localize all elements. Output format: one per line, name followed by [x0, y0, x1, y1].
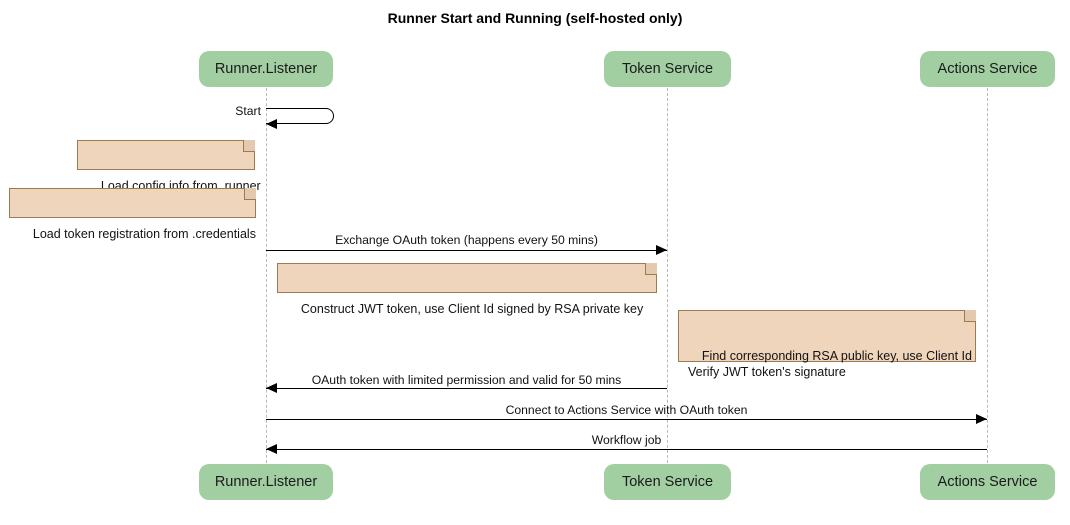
- note-text: Find corresponding RSA public key, use C…: [688, 349, 972, 379]
- message-label-exchange-oauth-token: Exchange OAuth token (happens every 50 m…: [335, 233, 598, 247]
- participant-label: Token Service: [621, 474, 714, 490]
- self-message-loop-start: [266, 108, 334, 124]
- participant-runner-listener-bottom[interactable]: Runner.Listener: [199, 464, 333, 500]
- participant-actions-service-top[interactable]: Actions Service: [920, 51, 1055, 87]
- participant-label: Actions Service: [937, 61, 1038, 77]
- participant-label: Runner.Listener: [214, 61, 318, 77]
- participant-runner-listener-top[interactable]: Runner.Listener: [199, 51, 333, 87]
- message-line-exchange-oauth-token: [266, 250, 667, 251]
- message-arrowhead-oauth-token-response: [266, 383, 277, 393]
- note-construct-jwt-token: Construct JWT token, use Client Id signe…: [277, 263, 657, 316]
- note-text: Load token registration from .credential…: [32, 227, 256, 241]
- message-line-connect-actions-service: [266, 419, 987, 420]
- note-load-config: Load config info from .runner: [77, 140, 261, 193]
- note-fold-corner-icon: [244, 188, 256, 200]
- lifeline-token-service: [667, 88, 668, 463]
- note-fold-corner-icon: [645, 263, 657, 275]
- participant-token-service-bottom[interactable]: Token Service: [604, 464, 731, 500]
- participant-token-service-top[interactable]: Token Service: [604, 51, 731, 87]
- participant-label: Token Service: [621, 61, 714, 77]
- self-message-label-start: Start: [235, 104, 261, 118]
- message-label-workflow-job: Workflow job: [591, 433, 662, 447]
- lifeline-runner-listener: [266, 88, 267, 463]
- participant-label: Actions Service: [937, 474, 1038, 490]
- message-arrowhead-connect-actions-service: [976, 414, 987, 424]
- message-line-oauth-token-response: [266, 388, 667, 389]
- note-load-token-registration: Load token registration from .credential…: [9, 188, 256, 241]
- message-label-oauth-token-response: OAuth token with limited permission and …: [311, 373, 622, 387]
- note-fold-corner-icon: [964, 310, 976, 322]
- note-fold-corner-icon: [243, 140, 255, 152]
- message-label-connect-actions-service: Connect to Actions Service with OAuth to…: [505, 403, 748, 417]
- message-arrowhead-workflow-job: [266, 444, 277, 454]
- note-text: Construct JWT token, use Client Id signe…: [300, 302, 644, 316]
- note-verify-jwt-signature: Find corresponding RSA public key, use C…: [678, 310, 976, 379]
- message-line-workflow-job: [266, 449, 987, 450]
- participant-actions-service-bottom[interactable]: Actions Service: [920, 464, 1055, 500]
- page-title: Runner Start and Running (self-hosted on…: [387, 10, 683, 26]
- self-message-arrowhead-start: [266, 119, 277, 129]
- lifeline-actions-service: [987, 88, 988, 463]
- message-arrowhead-exchange-oauth-token: [656, 245, 667, 255]
- participant-label: Runner.Listener: [214, 474, 318, 490]
